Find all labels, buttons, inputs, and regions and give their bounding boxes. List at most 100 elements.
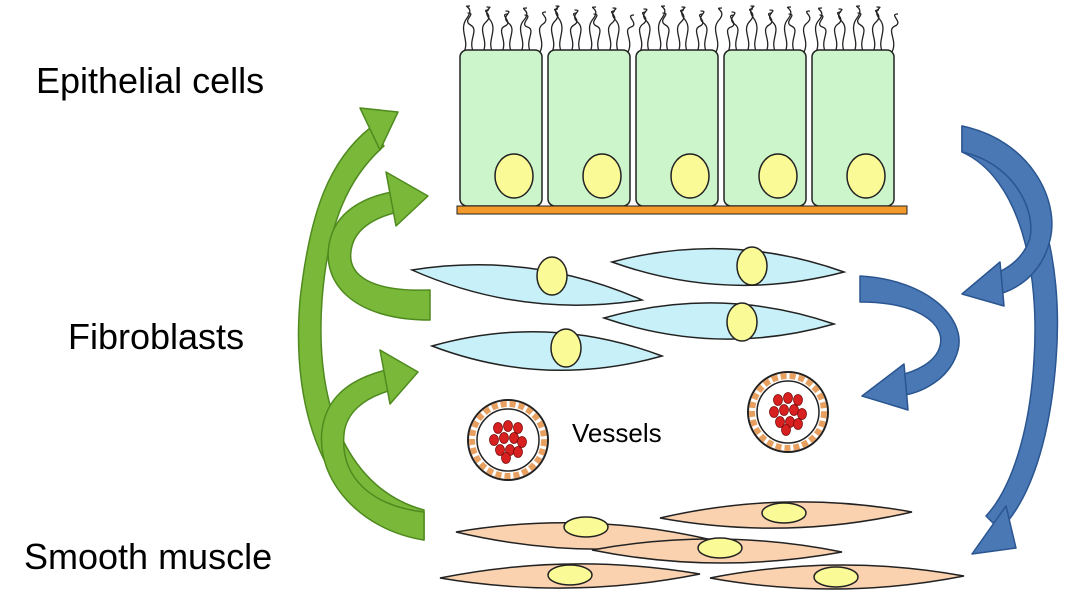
epithelium-layer xyxy=(456,5,908,215)
red-blood-cell xyxy=(489,434,499,446)
red-blood-cell xyxy=(493,422,503,434)
nucleus-icon xyxy=(846,153,886,199)
cilium xyxy=(802,10,811,53)
cilium xyxy=(538,11,547,53)
cilium xyxy=(726,14,735,53)
epithelial-cell xyxy=(459,5,547,207)
green-arrow-body xyxy=(320,369,425,541)
cilium xyxy=(819,14,827,53)
cilium xyxy=(643,8,651,53)
red-blood-cell xyxy=(773,394,783,406)
cilium xyxy=(681,6,689,53)
green-arrow-head xyxy=(359,107,399,151)
cilium xyxy=(588,6,597,53)
cilium xyxy=(871,9,880,53)
nucleus-icon xyxy=(550,328,582,368)
red-blood-cell xyxy=(769,406,779,418)
cilium xyxy=(783,6,792,53)
vessels-label: Vessels xyxy=(572,418,662,448)
cilium xyxy=(857,12,865,53)
nucleus-icon xyxy=(813,566,859,588)
fibroblast-layer xyxy=(409,246,847,372)
epithelial-cell xyxy=(547,5,635,207)
green-arrow-head xyxy=(379,349,419,405)
vessel-icon xyxy=(747,371,829,453)
nucleus-icon xyxy=(697,537,743,559)
nucleus-icon xyxy=(563,516,609,538)
blue-arrow-body xyxy=(859,275,960,397)
vessel-muscle-ring xyxy=(469,401,547,479)
cilium xyxy=(876,6,884,53)
cilia-icon xyxy=(814,5,899,53)
cilium xyxy=(626,14,635,53)
red-blood-cell xyxy=(513,446,523,458)
smooth-muscle-cell xyxy=(709,564,965,590)
cilium xyxy=(612,7,620,53)
fibroblast xyxy=(609,246,847,287)
blue-arrow-head xyxy=(961,261,1005,307)
fibroblast xyxy=(429,328,665,372)
cilium xyxy=(555,5,563,53)
red-blood-cell xyxy=(517,436,527,448)
cilium xyxy=(814,7,823,53)
cilium xyxy=(519,7,528,53)
nucleus-icon xyxy=(726,302,758,342)
cilium xyxy=(731,11,739,53)
red-blood-cell xyxy=(501,452,511,464)
basement-membrane xyxy=(456,205,908,215)
smooth-muscle-cell xyxy=(659,501,913,529)
arrow-icon xyxy=(859,275,960,411)
red-blood-cell xyxy=(495,444,505,456)
red-blood-cell xyxy=(781,424,791,436)
cilium xyxy=(852,5,861,53)
nucleus-icon xyxy=(547,564,593,586)
cilium xyxy=(714,7,723,53)
red-blood-cell xyxy=(797,408,807,420)
cilium xyxy=(467,12,475,53)
fibroblast xyxy=(409,256,645,306)
nucleus-icon xyxy=(736,246,768,286)
nucleus-icon xyxy=(582,153,622,199)
cilium xyxy=(500,13,509,53)
cilium xyxy=(788,13,796,53)
arrow-icon xyxy=(297,107,425,541)
smooth-muscle-label: Smooth muscle xyxy=(24,536,273,577)
cilium xyxy=(764,12,773,53)
cilium xyxy=(593,13,601,53)
red-blood-cell xyxy=(793,418,803,430)
smooth-muscle-layer xyxy=(439,501,965,590)
blue-arrow-head xyxy=(971,505,1017,555)
vessel-muscle-ring xyxy=(749,373,827,451)
cilium xyxy=(574,9,582,53)
fibroblast-body xyxy=(409,264,645,306)
green-arrow-head xyxy=(385,171,429,227)
cilium xyxy=(838,8,846,53)
cilium xyxy=(662,12,670,53)
fibroblast-body xyxy=(429,330,665,372)
cilium xyxy=(505,10,513,53)
cilium xyxy=(745,8,754,53)
nucleus-icon xyxy=(670,153,710,199)
fibroblast-body xyxy=(601,302,837,340)
cilium xyxy=(524,14,532,53)
cilium xyxy=(550,8,559,53)
smooth-muscle-cell xyxy=(591,537,843,564)
blue-arrow-head xyxy=(861,363,909,411)
arrow-icon xyxy=(327,171,431,321)
red-blood-cell xyxy=(513,422,523,434)
cilium xyxy=(481,9,490,53)
nucleus-icon xyxy=(758,153,798,199)
cilium xyxy=(890,13,899,53)
green-arrows xyxy=(297,107,431,541)
arrow-icon xyxy=(320,349,425,541)
epithelial-cell xyxy=(635,5,723,207)
cilium xyxy=(833,11,842,53)
red-blood-cell xyxy=(775,416,785,428)
fibroblasts-label: Fibroblasts xyxy=(68,316,245,357)
green-arrow-body xyxy=(327,191,431,321)
cilium xyxy=(569,12,578,53)
vessel-icon xyxy=(467,399,549,481)
cilium xyxy=(700,10,708,53)
epithelial-cell xyxy=(723,5,811,207)
